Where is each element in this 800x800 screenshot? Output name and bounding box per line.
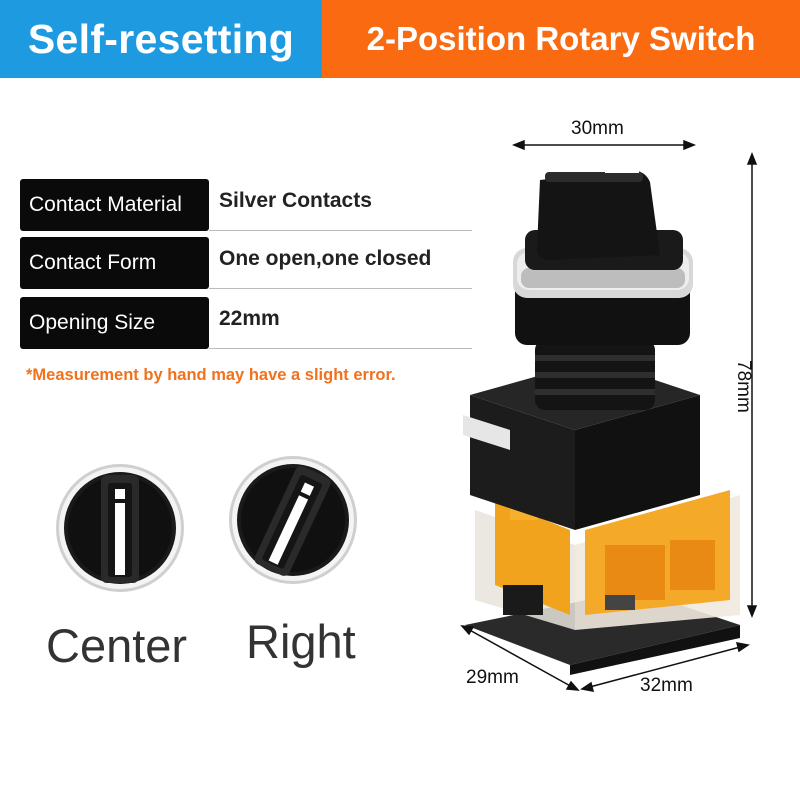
spec-row-contact-material: Contact Material Silver Contacts — [20, 179, 472, 231]
measurement-note: *Measurement by hand may have a slight e… — [26, 366, 396, 384]
spec-label: Contact Material — [20, 179, 209, 231]
spec-label: Contact Form — [20, 237, 209, 289]
spec-divider — [209, 288, 472, 289]
header-banner: Self-resetting 2-Position Rotary Switch — [0, 0, 800, 78]
spec-row-opening-size: Opening Size 22mm — [20, 297, 472, 349]
spec-value: One open,one closed — [219, 247, 432, 270]
spec-value: Silver Contacts — [219, 189, 372, 212]
dimension-depth: 29mm — [466, 667, 519, 688]
banner-title-left: Self-resetting — [0, 0, 322, 78]
rotary-switch-product-image — [463, 168, 740, 675]
spec-label: Opening Size — [20, 297, 209, 349]
position-label-right: Right — [246, 615, 356, 668]
banner-title-right: 2-Position Rotary Switch — [322, 0, 800, 78]
dimension-width-base: 32mm — [640, 675, 693, 696]
position-label-center: Center — [46, 619, 188, 672]
spec-row-contact-form: Contact Form One open,one closed — [20, 237, 472, 289]
dimension-height: 78mm — [733, 360, 754, 413]
dial-right-position-illustration — [229, 456, 357, 584]
dimension-width-top: 30mm — [571, 118, 624, 139]
spec-value: 22mm — [219, 307, 280, 330]
spec-divider — [209, 230, 472, 231]
dial-center-position-illustration — [56, 464, 184, 592]
spec-divider — [209, 348, 472, 349]
